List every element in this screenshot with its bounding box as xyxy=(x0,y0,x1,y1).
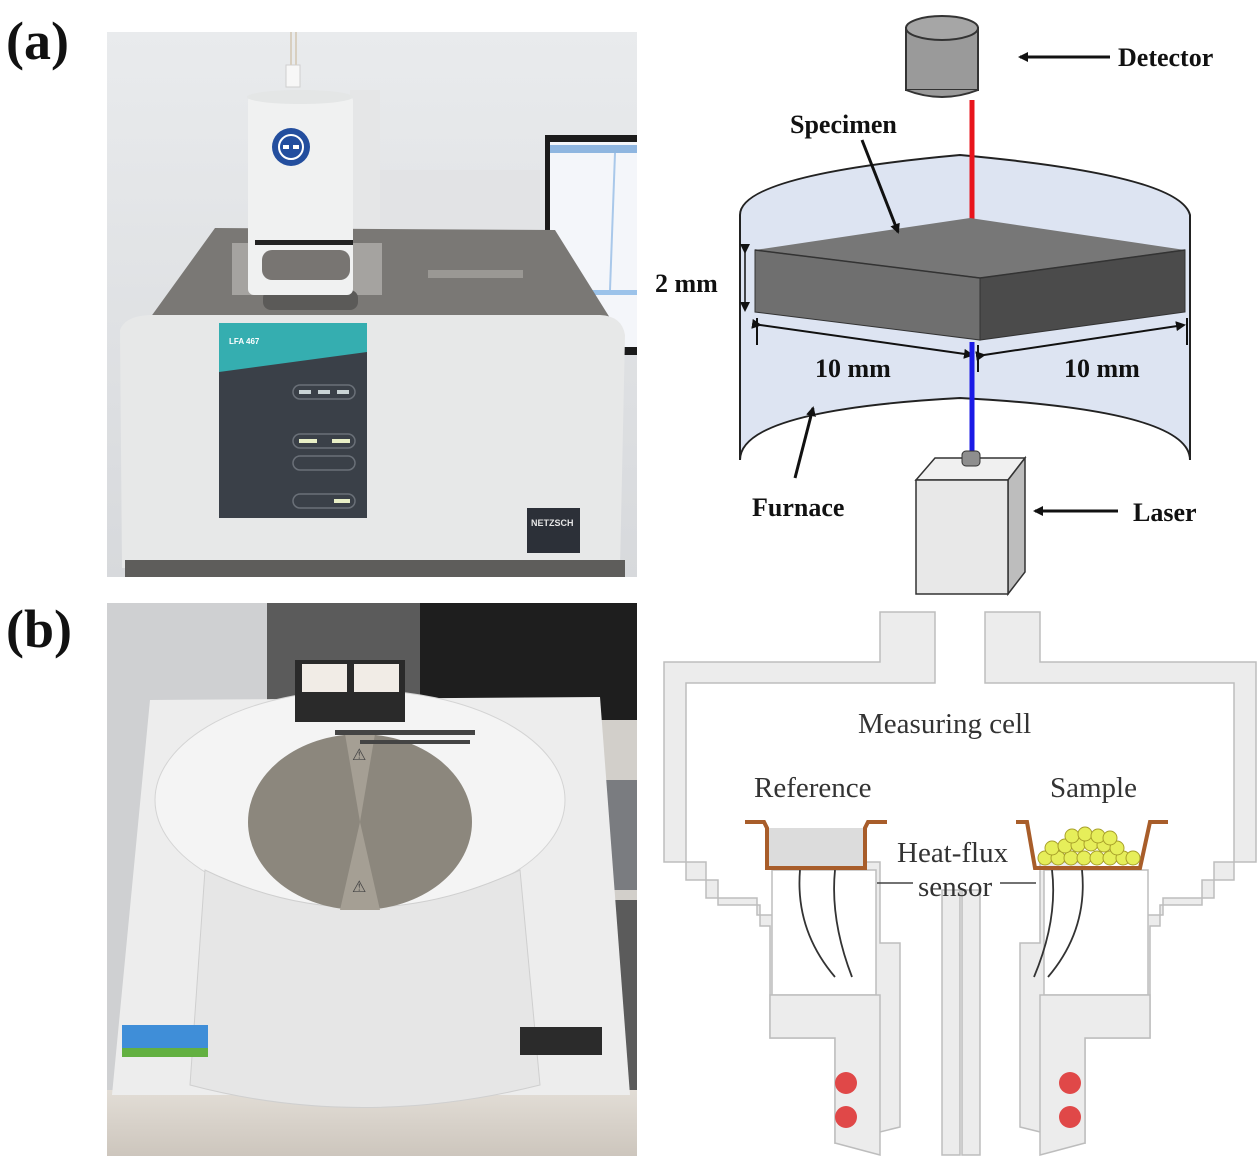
label-sticker xyxy=(520,1027,602,1055)
sample-particles xyxy=(1037,826,1141,866)
panel-b-label: (b) xyxy=(6,599,72,659)
central-tube xyxy=(941,889,961,1156)
label-furnace: Furnace xyxy=(752,493,844,522)
furnace-cylinder xyxy=(247,32,358,310)
label-sample: Sample xyxy=(1050,772,1137,804)
panel-a-label: (a) xyxy=(6,11,69,71)
label-width-right: 10 mm xyxy=(1064,354,1140,383)
label-specimen: Specimen xyxy=(790,110,897,139)
panel-b-photo: ⚠ ⚠ xyxy=(107,603,637,1156)
label-width-left: 10 mm xyxy=(815,354,891,383)
sample-pan xyxy=(1016,820,1168,870)
label-measuring-cell: Measuring cell xyxy=(858,708,1031,740)
heater-elements xyxy=(835,1072,1081,1128)
model-text: LFA 467 xyxy=(229,337,260,346)
label-detector: Detector xyxy=(1118,43,1213,72)
warning-icon: ⚠ xyxy=(352,879,366,896)
panel-a-photo: LFA 467 NETZSCH xyxy=(107,32,637,577)
label-heat-flux: Heat-flux xyxy=(897,837,1009,869)
reference-pan xyxy=(745,820,887,870)
detector xyxy=(905,15,979,98)
lfa-schematic: Detector Specimen 2 mm 10 mm 10 mm Furna… xyxy=(655,15,1213,597)
label-thickness: 2 mm xyxy=(655,269,718,298)
brand-badge xyxy=(527,508,580,553)
svg-text:NETZSCH: NETZSCH xyxy=(531,518,574,528)
label-reference: Reference xyxy=(754,772,872,804)
warning-icon: ⚠ xyxy=(352,747,366,764)
safety-goggles-icon xyxy=(272,128,310,166)
label-sensor: sensor xyxy=(918,871,992,903)
label-laser: Laser xyxy=(1133,498,1197,527)
dsc-schematic-details: Measuring cell Reference Sample Heat-flu… xyxy=(745,708,1168,1128)
laser-source xyxy=(914,450,1027,597)
